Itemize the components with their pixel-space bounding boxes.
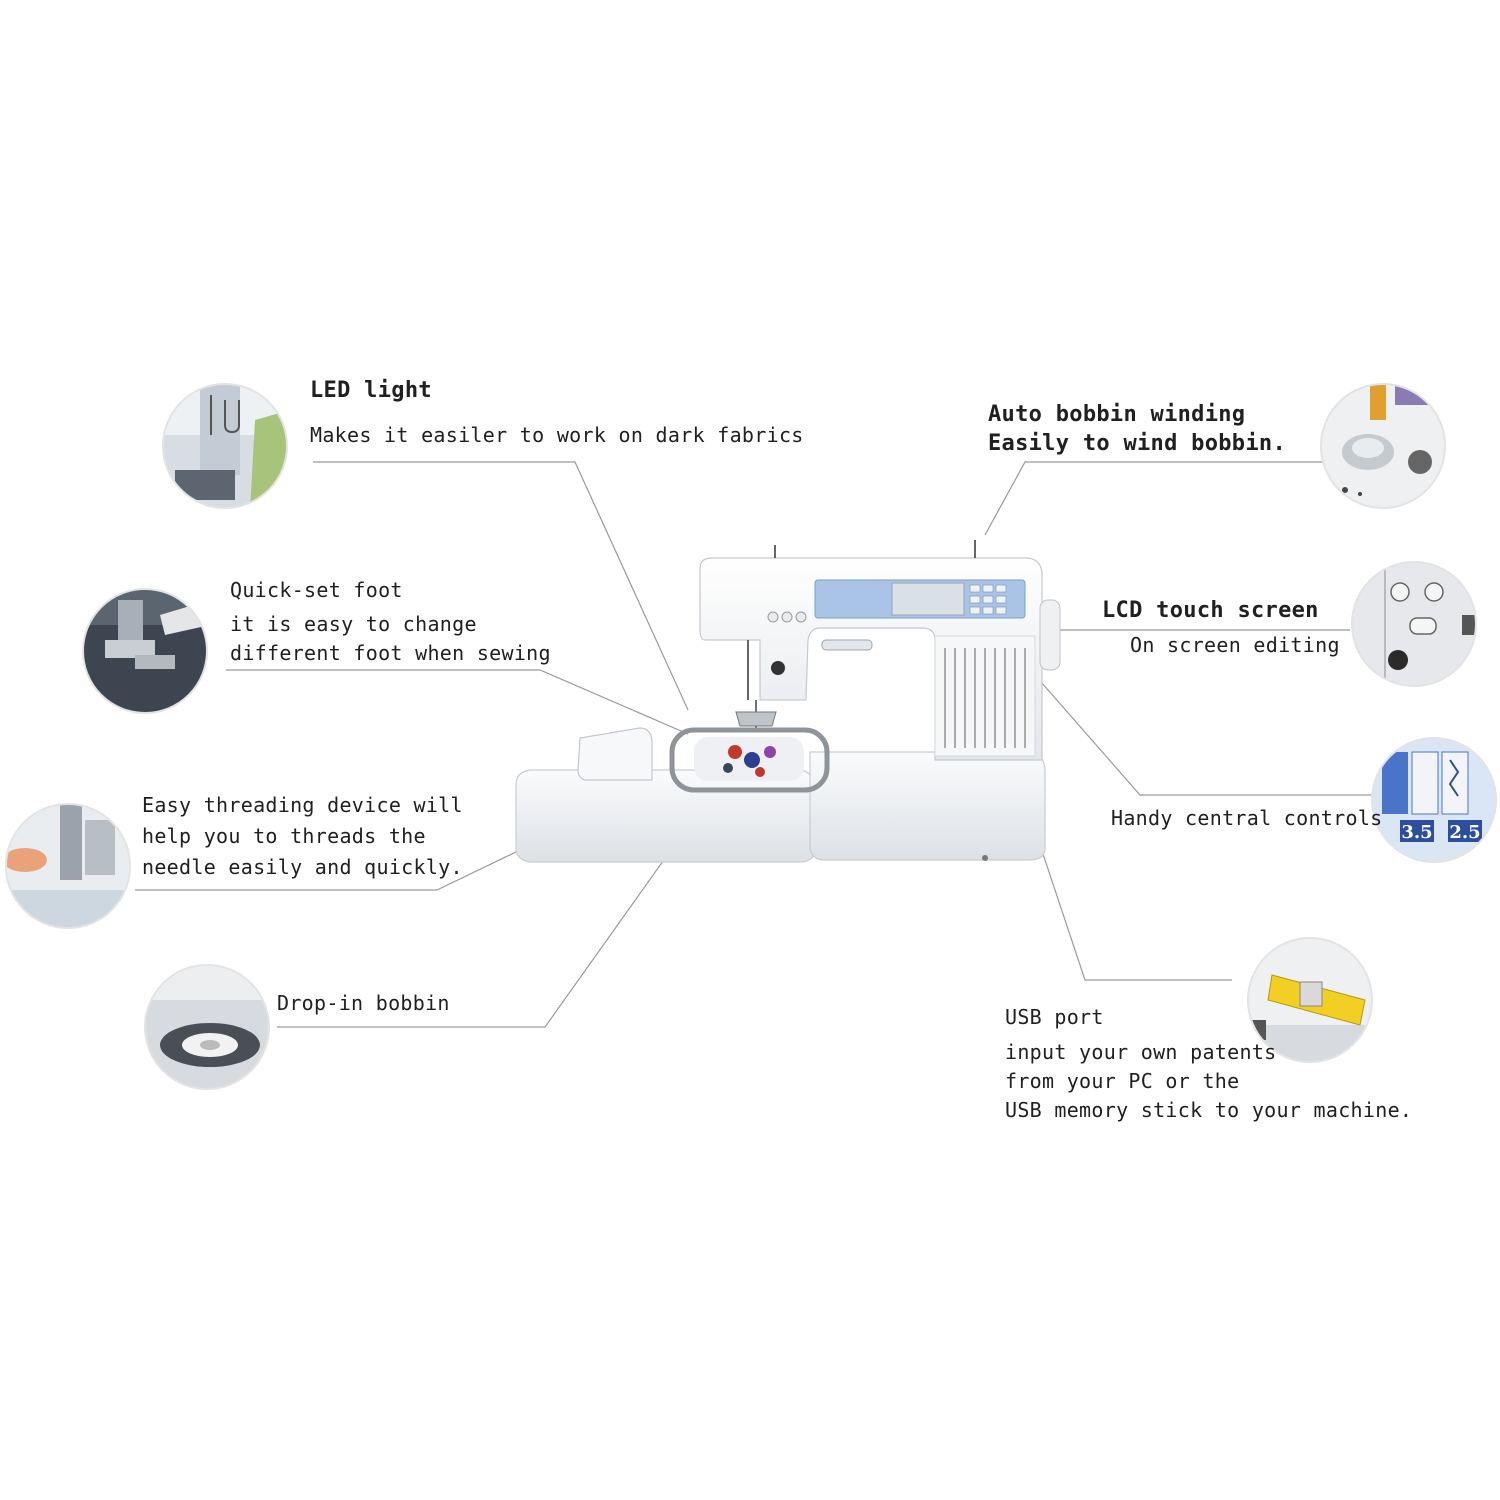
label-led-light: LED light Makes it easiler to work on da… — [310, 376, 804, 450]
led-line-1: Makes it easiler to work on dark fabrics — [310, 423, 804, 447]
usb-title: USB port — [1005, 1005, 1104, 1029]
drop-title: Drop-in bobbin — [277, 991, 450, 1015]
threader-line-1: Easy threading device will — [142, 793, 463, 817]
leader-usb — [1039, 844, 1232, 981]
foot-line-2: different foot when sewing — [230, 641, 551, 665]
embroidery-pattern — [723, 745, 776, 777]
usb-line-2: from your PC or the — [1005, 1069, 1240, 1093]
usb-line-1: input your own patents — [1005, 1040, 1277, 1064]
usb-line-3: USB memory stick to your machine. — [1005, 1098, 1413, 1122]
inset-drop-in-bobbin-ring — [144, 964, 270, 1090]
sewing-machine — [515, 540, 1061, 863]
inset-quick-set-foot — [83, 589, 207, 713]
leader-foot — [226, 669, 689, 735]
inset-bobbin-winding — [1321, 384, 1445, 508]
inset-lcd-touch-screen-ring — [1351, 561, 1477, 687]
stitch-pattern-chart — [944, 648, 1026, 748]
inset-lcd-touch-screen — [1352, 562, 1476, 686]
inset-led-light-ring — [162, 383, 288, 509]
foot-line-1: it is easy to change — [230, 612, 477, 636]
threader-line-3: needle easily and quickly. — [142, 855, 463, 879]
lcd-buttons — [969, 584, 1007, 615]
label-lcd-touch-screen: LCD touch screen On screen editing — [1102, 596, 1340, 660]
lcd-line-1: On screen editing — [1130, 633, 1340, 657]
winding-title: Auto bobbin winding — [988, 402, 1246, 427]
leader-led — [313, 461, 689, 711]
inset-usb-port-ring — [1247, 937, 1373, 1063]
led-title: LED light — [310, 378, 432, 403]
controls-title: Handy central controls — [1111, 806, 1383, 830]
inset-length-value: 2.5 — [1449, 822, 1480, 843]
label-usb-port: USB port input your own patents from you… — [1005, 1003, 1412, 1125]
threader-line-2: help you to threads the — [142, 824, 426, 848]
inset-threader-ring — [5, 803, 131, 929]
lcd-title: LCD touch screen — [1102, 598, 1319, 623]
leader-drop — [277, 787, 716, 1028]
label-quick-set-foot: Quick-set foot it is easy to change diff… — [230, 576, 551, 668]
label-handy-central-controls: Handy central controls — [1111, 804, 1383, 833]
inset-bobbin-winding-ring — [1320, 383, 1446, 509]
embroidery-hoop — [669, 727, 830, 793]
label-auto-bobbin-winding: Auto bobbin winding Easily to wind bobbi… — [988, 400, 1286, 458]
label-easy-threading: Easy threading device will help you to t… — [142, 790, 463, 883]
winding-line-1: Easily to wind bobbin. — [988, 431, 1286, 456]
inset-drop-in-bobbin — [145, 965, 269, 1089]
leader-controls — [1019, 657, 1375, 796]
inset-central-controls: 3.5 2.5 — [1372, 738, 1496, 862]
inset-led-light — [163, 384, 287, 508]
foot-title: Quick-set foot — [230, 578, 403, 602]
inset-central-controls-ring — [1371, 737, 1497, 863]
label-drop-in-bobbin: Drop-in bobbin — [277, 989, 450, 1018]
inset-threader — [6, 804, 130, 928]
leader-winding — [984, 461, 1325, 536]
inset-quick-set-foot-ring — [82, 588, 208, 714]
inset-width-value: 3.5 — [1401, 822, 1432, 843]
